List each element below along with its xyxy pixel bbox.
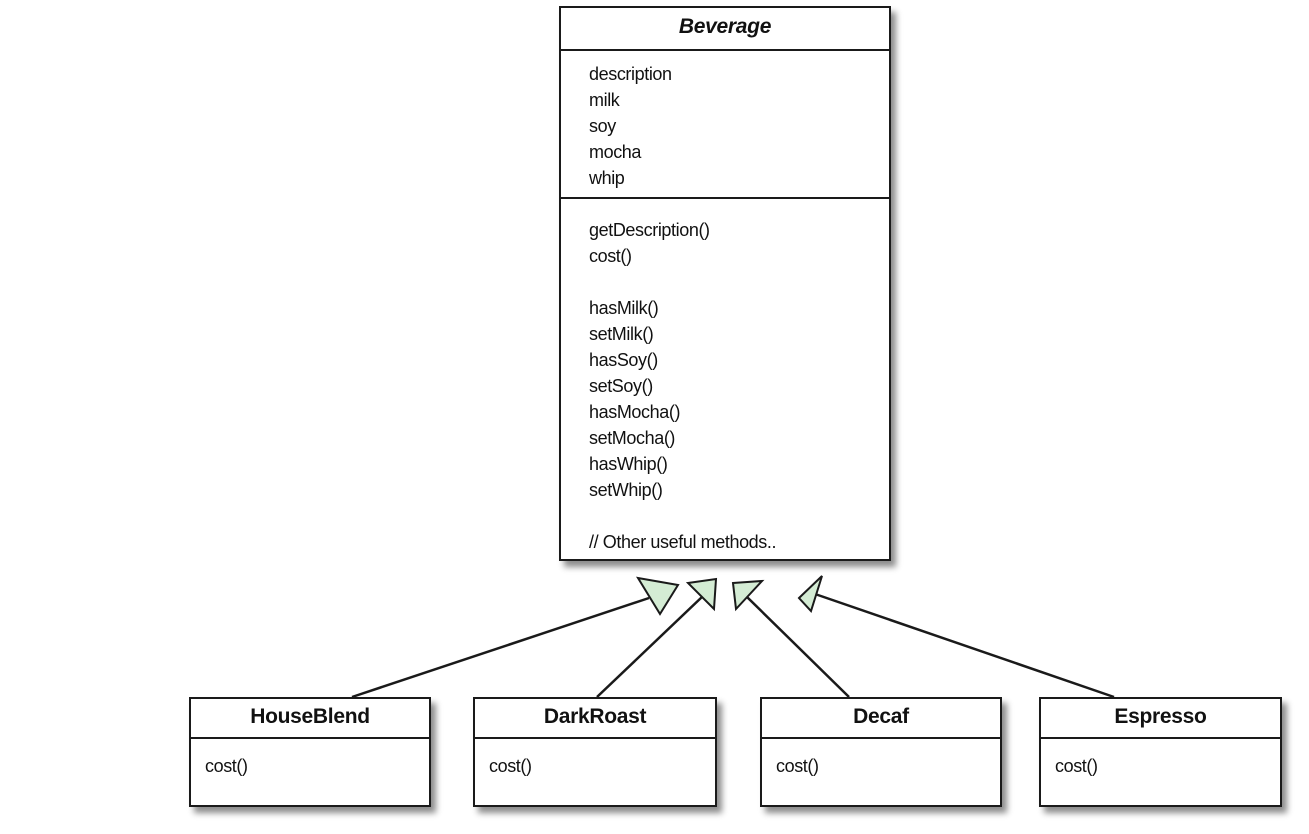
method: cost() [489, 756, 532, 776]
attribute: mocha [589, 142, 642, 162]
arrow-houseblend-to-beverage [351, 576, 680, 699]
arrowhead [685, 577, 718, 612]
attribute: soy [589, 116, 616, 136]
class-name: Espresso [1041, 699, 1280, 739]
method: setMocha() [589, 428, 676, 448]
method: getDescription() [589, 220, 710, 240]
methods-section: cost() [475, 739, 715, 779]
method: cost() [1055, 756, 1098, 776]
arrowhead [797, 575, 823, 613]
arrowhead [635, 576, 680, 616]
method: setMilk() [589, 324, 654, 344]
beverage-class: Beverage description milk soy mocha whip… [559, 6, 891, 561]
method-gap [589, 503, 889, 529]
arrowhead [731, 579, 765, 612]
class-name: Decaf [762, 699, 1000, 739]
method: hasMocha() [589, 402, 681, 422]
method: cost() [589, 246, 632, 266]
arrow-decaf-to-beverage [731, 579, 850, 698]
method: cost() [205, 756, 248, 776]
espresso-class: Espresso cost() [1039, 697, 1282, 807]
method: hasWhip() [589, 454, 668, 474]
method: hasSoy() [589, 350, 658, 370]
darkroast-class: DarkRoast cost() [473, 697, 717, 807]
attributes-section: description milk soy mocha whip [561, 51, 889, 199]
method: cost() [776, 756, 819, 776]
method: setSoy() [589, 376, 653, 396]
method-gap [589, 269, 889, 295]
class-name: HouseBlend [191, 699, 429, 739]
arrow-espresso-to-beverage [797, 575, 1115, 699]
methods-section: cost() [1041, 739, 1280, 779]
class-name: DarkRoast [475, 699, 715, 739]
decaf-class: Decaf cost() [760, 697, 1002, 807]
methods-section: cost() [191, 739, 429, 779]
methods-section: getDescription() cost() hasMilk() setMil… [561, 199, 889, 555]
comment: // Other useful methods.. [589, 532, 777, 552]
arrow-darkroast-to-beverage [596, 577, 718, 698]
houseblend-class: HouseBlend cost() [189, 697, 431, 807]
method: setWhip() [589, 480, 663, 500]
attribute: whip [589, 168, 625, 188]
methods-section: cost() [762, 739, 1000, 779]
method: hasMilk() [589, 298, 659, 318]
attribute: milk [589, 90, 620, 110]
attribute: description [589, 64, 672, 84]
class-name: Beverage [561, 8, 889, 51]
